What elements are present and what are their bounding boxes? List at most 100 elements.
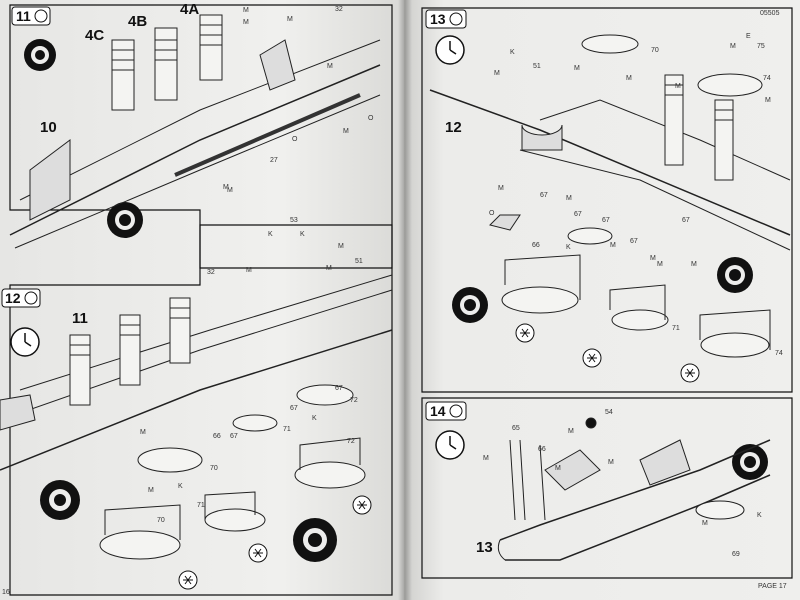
step11-drawing: [9, 14, 381, 249]
part-ref: M: [227, 187, 233, 194]
part-ref: M: [626, 75, 632, 82]
catalog-code: 05505: [760, 10, 780, 17]
glue-burst-icon: [24, 39, 56, 71]
part-ref: 72: [350, 397, 358, 404]
part-ref: M: [326, 265, 332, 272]
part-label: 12: [445, 119, 462, 136]
part-ref: K: [300, 231, 305, 238]
part-ref: M: [223, 184, 229, 191]
part-ref: 75: [757, 43, 765, 50]
part-ref: 67: [682, 217, 690, 224]
glue-burst-icon: [40, 480, 80, 520]
part-ref: 66: [532, 242, 540, 249]
step14-panel-border: [421, 397, 793, 579]
step14-number: 14: [430, 403, 446, 419]
part-label: 11: [72, 310, 88, 327]
part-ref: 69: [732, 551, 740, 558]
part-ref: M: [650, 255, 656, 262]
asterisk-icon: [248, 543, 268, 563]
part-ref: 67: [290, 405, 298, 412]
book-gutter: [398, 0, 412, 600]
step14-drawing: [497, 417, 771, 561]
part-ref: K: [757, 512, 762, 519]
part-label: 13: [476, 539, 493, 556]
page-number-left: 16: [2, 589, 10, 596]
part-ref: 71: [283, 426, 291, 433]
part-ref: 72: [347, 438, 355, 445]
part-ref: M: [343, 128, 349, 135]
step13-badge: 13: [425, 9, 467, 29]
step14-badge: 14: [425, 401, 467, 421]
part-ref: M: [287, 16, 293, 23]
step12-badge: 12: [1, 288, 41, 308]
part-ref: 67: [335, 385, 343, 392]
part-ref: 70: [210, 465, 218, 472]
step13-labels: 12 K M 51 M 70 M 75 E M M 74 M 67 M M 67…: [445, 33, 783, 357]
part-ref: M: [608, 459, 614, 466]
part-ref: M: [483, 455, 489, 462]
part-ref: K: [566, 244, 571, 251]
part-ref: M: [765, 97, 771, 104]
part-ref: 65: [512, 425, 520, 432]
part-ref: 53: [290, 217, 298, 224]
part-ref: 67: [230, 433, 238, 440]
part-label: 10: [40, 119, 57, 136]
step11-number: 11: [16, 8, 31, 24]
part-ref: 32: [207, 269, 215, 276]
part-ref: M: [327, 63, 333, 70]
part-ref: 67: [630, 238, 638, 245]
step13-panel-border: [421, 7, 793, 393]
part-ref: M: [702, 520, 708, 527]
part-ref: 27: [270, 157, 278, 164]
step12-labels: 11 K 53 K M 32 M M 51 67 67 66 67 71 K 7…: [72, 217, 363, 524]
part-ref: M: [246, 267, 252, 274]
step11-labels: 4C 4B 4A 10 M M M 32 M M O O 27 M M: [40, 1, 374, 194]
clock-icon: [10, 327, 40, 357]
step12-drawing: [0, 274, 393, 560]
part-ref: 67: [602, 217, 610, 224]
glue-burst-icon: [732, 444, 768, 480]
part-ref: 51: [355, 258, 363, 265]
part-ref: M: [498, 185, 504, 192]
part-ref: M: [494, 70, 500, 77]
panel-borders: [9, 4, 793, 596]
part-ref: M: [555, 465, 561, 472]
step14-labels: 13 65 66 M M 54 M M M K 69: [476, 409, 762, 558]
part-label: 4C: [85, 27, 104, 44]
glue-burst-icon: [107, 202, 143, 238]
part-ref: 74: [775, 350, 783, 357]
step13-drawing: [429, 34, 791, 358]
part-ref: M: [574, 65, 580, 72]
step12-panel-border: [9, 224, 393, 596]
part-ref: K: [178, 483, 183, 490]
part-ref: M: [691, 261, 697, 268]
glue-burst-icon: [717, 257, 753, 293]
asterisk-icons: [178, 323, 700, 590]
clock-icon: [435, 35, 465, 65]
part-ref: M: [243, 7, 249, 14]
step12-number: 12: [5, 290, 21, 306]
clock-icons: [10, 35, 465, 460]
part-ref: 67: [574, 211, 582, 218]
part-ref: M: [148, 487, 154, 494]
glue-symbol-icons: [24, 39, 768, 562]
part-ref: 51: [533, 63, 541, 70]
part-ref: O: [489, 210, 495, 217]
step11-badge: 11: [11, 6, 51, 26]
clock-icon: [435, 430, 465, 460]
part-ref: M: [657, 261, 663, 268]
part-ref: K: [510, 49, 515, 56]
part-ref: M: [730, 43, 736, 50]
part-ref: 66: [213, 433, 221, 440]
glue-burst-icon: [452, 287, 488, 323]
part-ref: 54: [605, 409, 613, 416]
part-ref: O: [368, 115, 374, 122]
page-number-right: PAGE 17: [758, 583, 787, 590]
asterisk-icon: [515, 323, 535, 343]
step13-number: 13: [430, 11, 446, 27]
asterisk-icon: [178, 570, 198, 590]
part-ref: M: [675, 83, 681, 90]
part-ref: M: [338, 243, 344, 250]
part-ref: 74: [763, 75, 771, 82]
